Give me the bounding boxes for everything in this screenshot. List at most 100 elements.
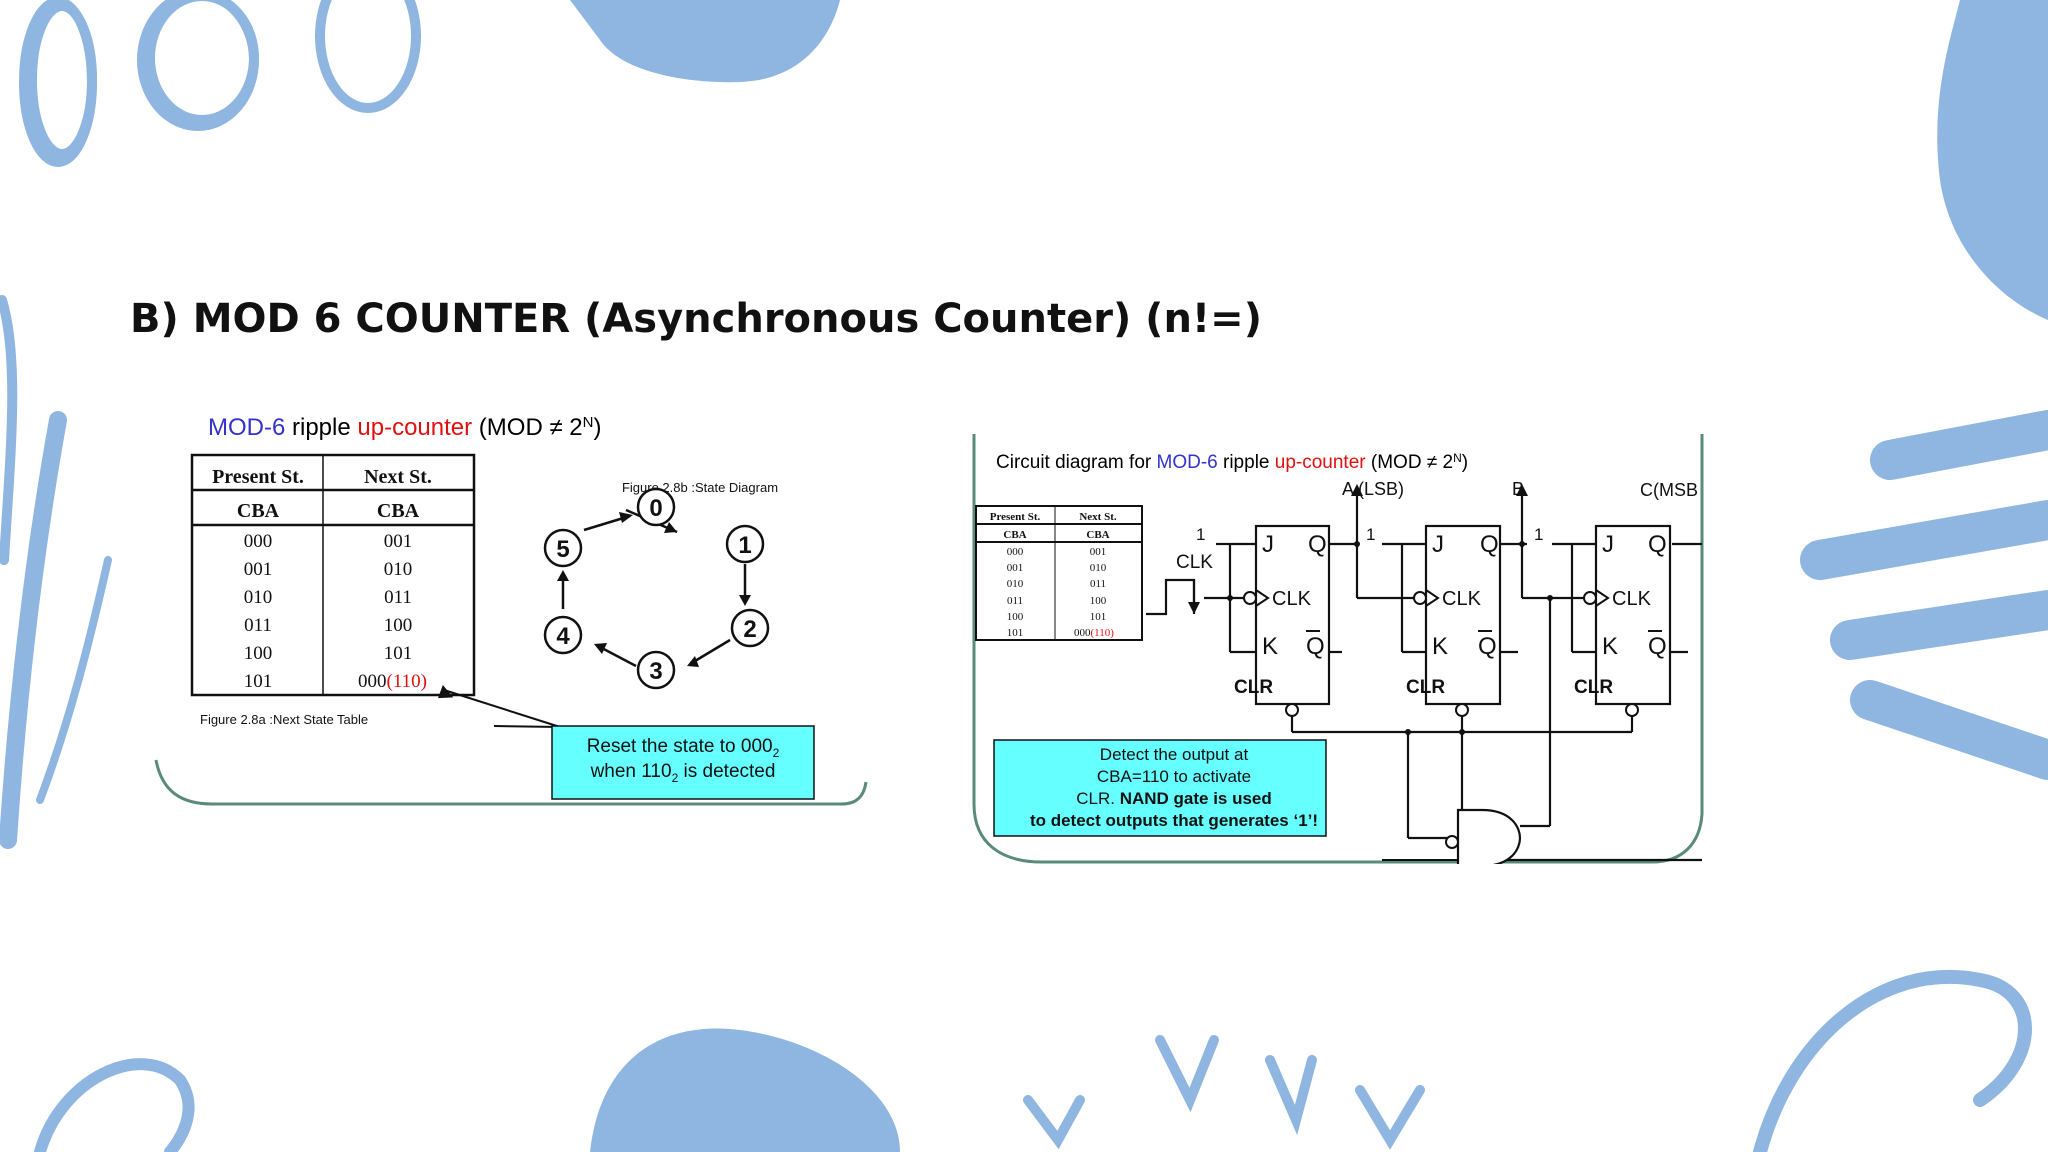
- left-figure-frame: [154, 759, 868, 806]
- table-cell-last-value: 000: [358, 671, 387, 692]
- left-heading-close: ): [594, 414, 602, 441]
- scribble-oval-2: [27, 1, 97, 159]
- scribble-left-stroke-1: [0, 411, 67, 849]
- state-3: 3: [649, 658, 662, 685]
- nand-callout-line4: to detect outputs that generates ‘1’!: [1030, 811, 1318, 830]
- left-heading-suffix: (MOD ≠ 2: [472, 414, 583, 441]
- table-cell: 100: [384, 615, 413, 636]
- scribble-blob-top: [570, 0, 840, 83]
- scribble-blob-top-right: [1937, 0, 2048, 320]
- table-cell-last: 000(110): [358, 671, 427, 692]
- nand-gate: [1382, 808, 1522, 868]
- left-heading-mod6: MOD-6: [208, 414, 285, 441]
- right-heading-prefix: Circuit diagram for: [996, 452, 1157, 473]
- state-diagram-arrows: [557, 512, 751, 667]
- table-caption: Figure 2.8a :Next State Table: [200, 712, 368, 727]
- mini-state-table: Present St. Next St. CBA CBA 000 001 001…: [975, 505, 1143, 641]
- mini-subheader-next: CBA: [1086, 529, 1109, 541]
- left-heading-sup: N: [583, 414, 594, 431]
- table-cell: 011: [384, 587, 412, 608]
- state-0: 0: [649, 495, 662, 522]
- ff1-k: K: [1262, 633, 1278, 660]
- label-one-2: 1: [1366, 525, 1375, 544]
- ff3-j: J: [1602, 531, 1614, 558]
- table-cell: 010: [384, 559, 413, 580]
- table-cell-last-extra: (110): [387, 671, 427, 692]
- ff3-q: Q: [1648, 531, 1667, 558]
- table-cell: 001: [384, 531, 413, 552]
- right-figure-svg: Circuit diagram for MOD-6 ripple up-coun…: [972, 434, 1704, 868]
- scribble-oval-4: [145, 0, 259, 125]
- right-heading-upcounter: up-counter: [1275, 452, 1367, 473]
- right-heading-ripple: ripple: [1218, 452, 1275, 473]
- right-heading-suffix: (MOD ≠ 2: [1366, 452, 1454, 473]
- ff2-j: J: [1432, 531, 1444, 558]
- table-cell: 100: [244, 643, 273, 664]
- label-one-1: 1: [1196, 525, 1205, 544]
- mini-cell: 100: [1007, 611, 1024, 623]
- flip-flop-2: J Q CLK K Q CLR: [1406, 524, 1502, 717]
- table-header-present: Present St.: [212, 466, 304, 488]
- output-labels: A (LSB) B C(MSB 1 1 1 CLK: [1176, 479, 1698, 573]
- mini-cell: 001: [1090, 546, 1107, 558]
- nand-callout-line2: CBA=110 to activate: [1097, 767, 1251, 786]
- table-subheader-present: CBA: [237, 500, 280, 522]
- table-cell: 011: [244, 615, 272, 636]
- left-heading-upcounter: up-counter: [357, 414, 472, 441]
- nand-callout-line3: CLR. NAND gate is used: [1076, 789, 1272, 808]
- right-figure-frame: [972, 434, 1704, 864]
- ff3-k: K: [1602, 633, 1618, 660]
- mini-cell: 010: [1007, 578, 1024, 590]
- scribble-left-stroke-2: [36, 556, 112, 804]
- reset-callout-box: [551, 725, 815, 800]
- table-cell: 010: [244, 587, 273, 608]
- scribble-bottom-left: [34, 1058, 195, 1152]
- right-heading-mod6: MOD-6: [1157, 452, 1218, 473]
- table-cell: 101: [384, 643, 413, 664]
- ff2-clk: CLK: [1442, 588, 1482, 610]
- mini-cell: 011: [1090, 578, 1106, 590]
- mini-cell: 100: [1090, 595, 1107, 607]
- state-table-figure: MOD-6 ripple up-counter (MOD ≠ 2N) Prese…: [152, 400, 868, 808]
- ff3-qbar: Q: [1648, 633, 1667, 660]
- state-1: 1: [738, 532, 751, 559]
- ff1-clr: CLR: [1234, 677, 1273, 698]
- table-cell: 000: [244, 531, 273, 552]
- ff1-q: Q: [1308, 531, 1327, 558]
- mini-subheader-present: CBA: [1003, 529, 1026, 541]
- right-heading-sup: N: [1453, 451, 1462, 465]
- ff1-j: J: [1262, 531, 1274, 558]
- circuit-diagram-figure: Circuit diagram for MOD-6 ripple up-coun…: [972, 434, 1704, 868]
- flip-flop-3: J Q CLK K Q CLR: [1574, 524, 1672, 717]
- ff2-q: Q: [1480, 531, 1499, 558]
- scribble-bottom-v-1: [1023, 1095, 1085, 1150]
- mini-cell: 010: [1090, 562, 1107, 574]
- scribble-bottom-right-loop: [1753, 969, 2032, 1152]
- reset-callout-line2: when 1102 is detected: [590, 761, 776, 785]
- state-diagram: [438, 508, 747, 758]
- left-heading: MOD-6 ripple up-counter (MOD ≠ 2N): [208, 414, 602, 441]
- mini-cell: 101: [1090, 611, 1107, 623]
- scribble-right-zigzag: [1800, 410, 2048, 780]
- state-5: 5: [556, 536, 569, 563]
- right-heading: Circuit diagram for MOD-6 ripple up-coun…: [996, 451, 1468, 473]
- mini-header-present: Present St.: [990, 511, 1041, 523]
- mini-cell: 011: [1007, 595, 1023, 607]
- ff2-qbar: Q: [1478, 633, 1497, 660]
- scribble-bottom-v-4: [1355, 1085, 1425, 1150]
- ff1-qbar: Q: [1306, 633, 1325, 660]
- scribble-left-edge: [0, 295, 18, 565]
- mini-header-next: Next St.: [1079, 511, 1117, 523]
- state-nodes: 0 1 2 3 4 5: [543, 487, 770, 690]
- slide-title: B) MOD 6 COUNTER (Asynchronous Counter) …: [130, 296, 1262, 342]
- circuit-arrows: [1188, 484, 1553, 735]
- nand-callout-box: [993, 739, 1327, 837]
- mini-cell: 001: [1007, 562, 1024, 574]
- mini-cell: 000: [1007, 546, 1024, 558]
- left-figure-svg: MOD-6 ripple up-counter (MOD ≠ 2N) Prese…: [154, 414, 868, 806]
- nand-callout-line1: Detect the output at: [1100, 745, 1249, 764]
- state-2: 2: [743, 616, 756, 643]
- mini-cell-last: 000(110): [1074, 627, 1114, 639]
- label-c-msb: C(MSB: [1640, 480, 1698, 500]
